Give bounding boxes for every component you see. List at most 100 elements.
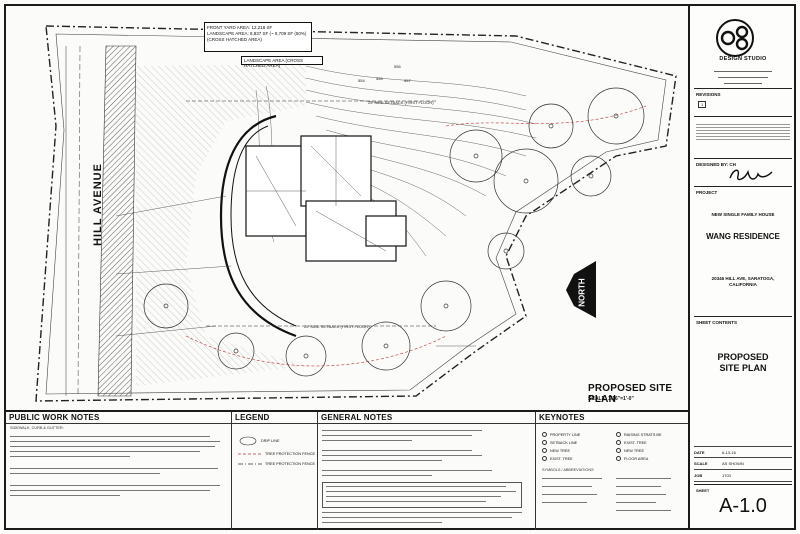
note-text-line bbox=[542, 494, 597, 495]
note-text-line bbox=[10, 446, 215, 447]
keynote-symbol-icon bbox=[542, 448, 547, 453]
keynote-item: EXIST. TREE bbox=[542, 456, 573, 461]
keynote-label: SETBACK LINE bbox=[550, 440, 578, 445]
studio-address bbox=[690, 66, 796, 86]
designed-by-label: DESIGNED BY: CH bbox=[696, 162, 736, 167]
keynote-label: NEW TREE bbox=[550, 448, 570, 453]
sheet-border bbox=[4, 4, 796, 530]
title-block-divider bbox=[694, 186, 792, 187]
legend-item: DRIP LINE bbox=[238, 436, 280, 446]
studio-name: DESIGN STUDIO bbox=[719, 56, 767, 62]
note-text-line bbox=[326, 486, 506, 487]
drip-line-icon bbox=[239, 436, 257, 446]
note-text-line bbox=[322, 470, 492, 471]
note-text-line bbox=[10, 456, 130, 457]
keynote-symbol-icon bbox=[616, 448, 621, 453]
sheet-number: A-1.0 bbox=[719, 495, 767, 517]
plan-scale: SCALE: 1/16"=1'-0" bbox=[588, 396, 634, 402]
public-work-notes-title: PUBLIC WORK NOTES bbox=[6, 412, 231, 424]
legend-item-label: TREE PROTECTION FENCE bbox=[265, 452, 315, 456]
boundary-inner bbox=[45, 33, 667, 395]
note-text-line bbox=[322, 475, 432, 476]
front-yard-area-note: FRONT YARD AREA: 12,218 SF LANDSCAPE ARE… bbox=[204, 22, 312, 52]
note-text-line bbox=[10, 468, 218, 469]
note-text-line bbox=[616, 510, 671, 511]
general-notes: GENERAL NOTES bbox=[318, 412, 536, 530]
keynote-symbol-icon bbox=[616, 440, 621, 445]
note-text-line bbox=[326, 501, 486, 502]
note-text-line bbox=[10, 485, 220, 486]
date-value: 6-13-16 bbox=[722, 449, 736, 455]
note-text-line bbox=[322, 517, 512, 518]
note-text-line bbox=[326, 491, 516, 492]
keynote-label: PROPERTY LINE bbox=[550, 432, 581, 437]
project-type: NEW SINGLE FAMILY HOUSE bbox=[711, 212, 775, 217]
contour-label: 555 bbox=[376, 76, 383, 81]
keynote-symbol-icon bbox=[616, 456, 621, 461]
note-text-line bbox=[10, 473, 160, 474]
keynote-label: RAISING STRATS BE bbox=[624, 432, 662, 437]
setback-label-bottom: 25' SIDE SETBACK (FIRST FLOOR) bbox=[304, 324, 370, 329]
legend-item: TREE PROTECTION FENCE bbox=[238, 462, 315, 466]
scale-row: SCALE AS SHOWN bbox=[694, 458, 792, 470]
note-text-line bbox=[326, 496, 501, 497]
note-text-line bbox=[322, 450, 472, 451]
site-plan-drawing: FRONT YARD AREA: 12,218 SF LANDSCAPE ARE… bbox=[6, 6, 688, 410]
keynote-symbol-icon bbox=[542, 432, 547, 437]
date-row: DATE 6-13-16 bbox=[694, 446, 792, 458]
keynote-item: SETBACK LINE bbox=[542, 440, 577, 445]
contour-label: 557 bbox=[404, 78, 411, 83]
job-label: JOB bbox=[694, 473, 703, 478]
note-text-line bbox=[322, 435, 472, 436]
title-block-divider bbox=[694, 158, 792, 159]
legend-item-label: TREE PROTECTION FENCE bbox=[265, 462, 315, 466]
scale-label: SCALE bbox=[694, 461, 708, 466]
signature-icon bbox=[729, 169, 773, 181]
keynote-label: EXIST. TREE bbox=[550, 456, 573, 461]
note-text-line bbox=[322, 430, 482, 431]
tree-circles bbox=[143, 87, 645, 377]
keynote-label: NEW TREE bbox=[624, 448, 644, 453]
job-value: 1703 bbox=[722, 473, 731, 478]
keynote-symbol-icon bbox=[616, 432, 621, 437]
note-text-line bbox=[10, 490, 210, 491]
copyright-text-block bbox=[696, 122, 790, 156]
note-text-line bbox=[616, 494, 666, 495]
keynote-item: NEW TREE bbox=[542, 448, 570, 453]
note-text-line bbox=[322, 440, 412, 441]
title-block-divider bbox=[694, 88, 792, 89]
revision-triangle-icon: 1 bbox=[698, 101, 707, 108]
legend-item: TREE PROTECTION FENCE bbox=[238, 452, 315, 456]
sheet-contents-label: SHEET CONTENTS bbox=[696, 320, 738, 325]
sheet-label: SHEET bbox=[696, 488, 710, 493]
site-plan-svg bbox=[35, 25, 677, 402]
contour-label: 554 bbox=[358, 78, 365, 83]
note-text-line bbox=[10, 441, 220, 442]
notes-strip: PUBLIC WORK NOTES SIDEWALK, CURB & GUTTE… bbox=[6, 410, 688, 530]
keynote-item: NEW TREE bbox=[616, 448, 644, 453]
north-arrow bbox=[566, 261, 596, 318]
property-boundary bbox=[35, 25, 677, 402]
project-name: WANG RESIDENCE bbox=[706, 232, 780, 241]
note-text-line bbox=[542, 478, 602, 479]
sheet-contents: PROPOSED SITE PLAN bbox=[717, 352, 769, 373]
date-label: DATE bbox=[694, 449, 705, 455]
job-row: JOB 1703 bbox=[694, 470, 792, 482]
keynotes-title: KEYNOTES bbox=[536, 412, 688, 424]
keynote-item: RAISING STRATS BE bbox=[616, 432, 661, 437]
driveway bbox=[219, 114, 297, 338]
note-text-line bbox=[616, 502, 656, 503]
tree-protection-fence bbox=[185, 105, 647, 367]
note-text-line bbox=[322, 460, 442, 461]
keynote-symbol-icon bbox=[542, 440, 547, 445]
landscape-area-text: LANDSCAPE AREA: 8,837 SF (~ 8,709 SF (50… bbox=[207, 31, 307, 42]
scale-value: AS SHOWN bbox=[722, 461, 744, 466]
legend-item-label: DRIP LINE bbox=[261, 439, 280, 443]
plan-title: PROPOSED SITE PLAN bbox=[588, 383, 673, 405]
note-text-line bbox=[322, 522, 442, 523]
landscape-area-box: LANDSCAPE AREA (CROSS HATCHED AREA) bbox=[241, 56, 323, 68]
house-footprint bbox=[245, 135, 407, 262]
note-text-line bbox=[616, 478, 671, 479]
note-text-line bbox=[616, 486, 661, 487]
